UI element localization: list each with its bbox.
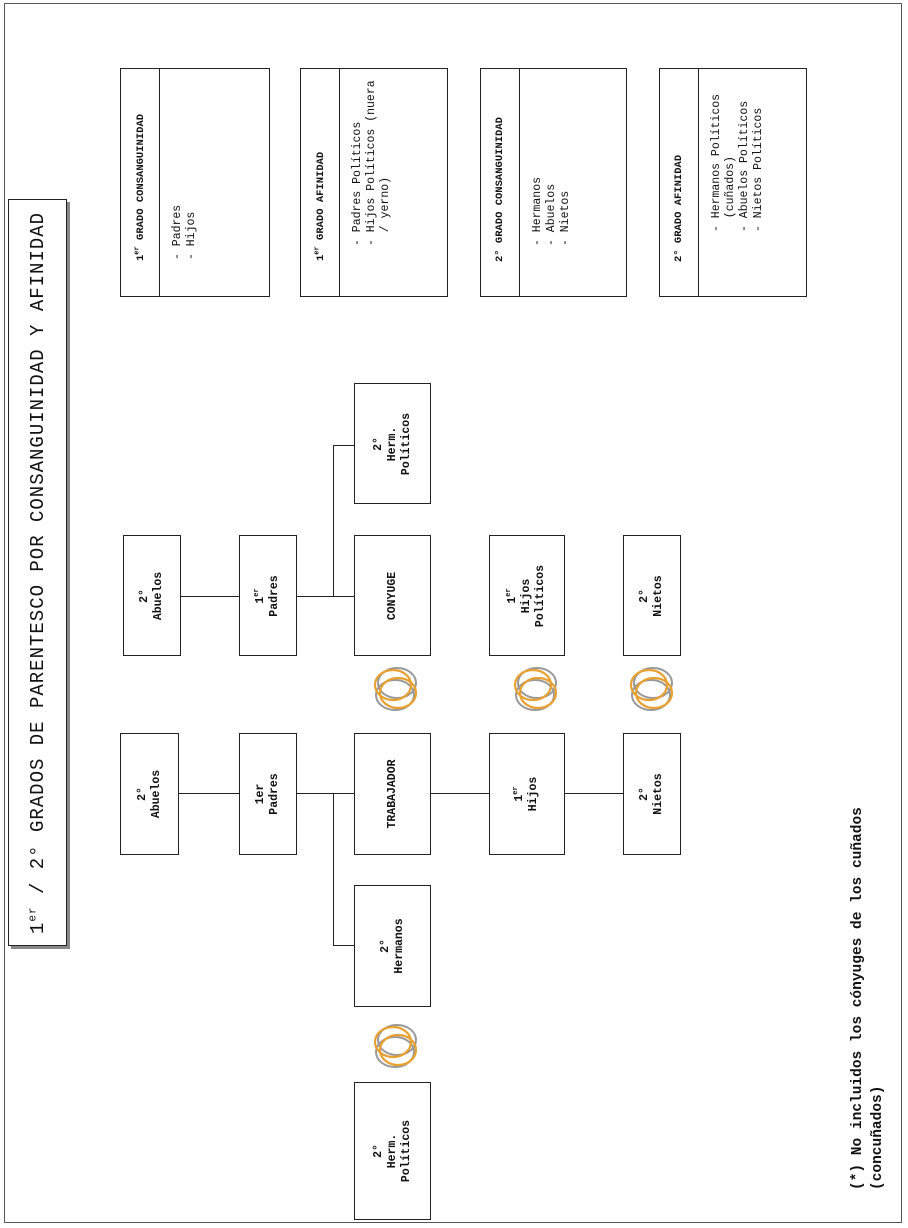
wedding-rings-icon xyxy=(373,667,418,711)
line-herm-pol-top xyxy=(333,445,354,446)
wedding-rings-icon xyxy=(629,667,674,711)
page-frame xyxy=(4,3,902,1223)
wedding-rings-icon xyxy=(513,667,558,711)
node-hermanos: 2°Hermanos xyxy=(354,885,431,1007)
line-padres-trabajador xyxy=(297,793,354,794)
legend-1-grado-afinidad: 1er GRADO AFINIDAD - Padres Políticos - … xyxy=(300,68,448,297)
footnote: (*) No incluidos los cónyuges de los cuñ… xyxy=(850,807,886,1190)
legend-items: - Padres - Hijos xyxy=(171,204,198,260)
legend-2-grado-afinidad: 2° GRADO AFINIDAD - Hermanos Políticos (… xyxy=(659,68,807,297)
node-conyuge: CONYUGE xyxy=(354,535,431,656)
legend-header: 2° GRADO CONSANGUINIDAD xyxy=(481,69,520,296)
legend-header: 2° GRADO AFINIDAD xyxy=(660,69,699,296)
node-hermanos-politicos-top: 2°Herm.Políticos xyxy=(354,383,431,504)
legend-2-grado-consanguinidad: 2° GRADO CONSANGUINIDAD - Hermanos - Abu… xyxy=(480,68,627,297)
wedding-rings-icon xyxy=(373,1024,418,1068)
page-title: 1er / 2° GRADOS DE PARENTESCO POR CONSAN… xyxy=(26,211,49,934)
legend-1-grado-consanguinidad: 1er GRADO CONSANGUINIDAD - Padres - Hijo… xyxy=(120,68,270,297)
line-abuelos-pol-padres-pol xyxy=(181,596,239,597)
node-trabajador: TRABAJADOR xyxy=(354,733,431,855)
legend-items: - Padres Políticos - Hijos Políticos (nu… xyxy=(351,80,392,246)
node-nietos: 2°Nietos xyxy=(623,733,681,855)
node-abuelos: 2°Abuelos xyxy=(120,733,179,855)
node-hermanos-politicos-bottom: 2°Herm.Políticos xyxy=(354,1082,431,1220)
node-nietos-politicos: 2°Nietos xyxy=(623,535,681,656)
legend-header: 1er GRADO CONSANGUINIDAD xyxy=(121,69,160,296)
legend-items: - Hermanos Políticos (cuñados) - Abuelos… xyxy=(710,93,765,232)
title-box: 1er / 2° GRADOS DE PARENTESCO POR CONSAN… xyxy=(8,199,67,946)
legend-header: 1er GRADO AFINIDAD xyxy=(301,69,340,296)
line-vertical-herm-pol-top xyxy=(333,445,334,596)
line-padres-pol-conyuge xyxy=(297,596,354,597)
line-abuelos-padres xyxy=(179,793,239,794)
line-hermanos xyxy=(333,945,354,946)
legend-items: - Hermanos - Abuelos - Nietos xyxy=(531,176,572,246)
line-vertical-hermanos xyxy=(333,793,334,945)
node-abuelos-politicos: 2°Abuelos xyxy=(123,535,181,656)
line-hijos-nietos xyxy=(565,793,623,794)
line-trabajador-hijos xyxy=(431,793,489,794)
